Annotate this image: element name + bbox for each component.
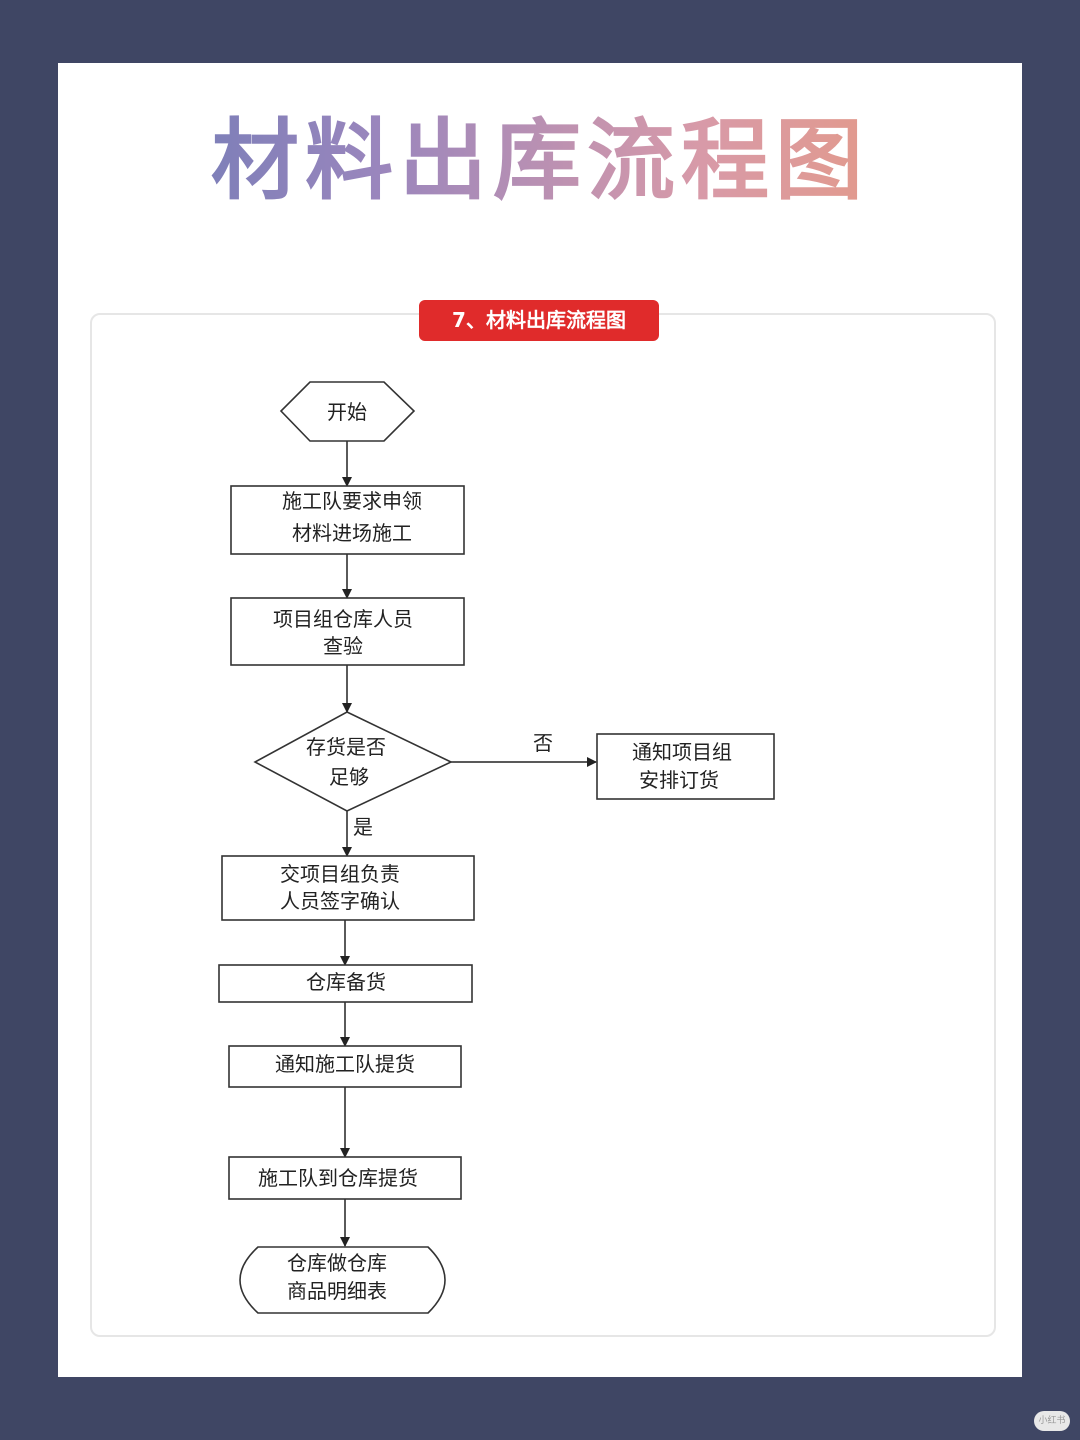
node-confirm: 交项目组负责 人员签字确认 [221,855,475,921]
node-prepare: 仓库备货 [218,964,473,1003]
edge-label-yes: 是 [353,815,373,839]
node-inspect: 项目组仓库人员 查验 [230,597,465,666]
edges [340,441,597,1247]
node-notify-order-line-2: 安排订货 [639,768,719,792]
node-notify-order: 通知项目组 安排订货 [596,733,775,800]
node-decision: 存货是否 足够 [253,711,453,812]
node-ledger: 仓库做仓库 商品明细表 [239,1246,446,1314]
node-notify-order-line-1: 通知项目组 [632,740,732,764]
section-badge: 7、材料出库流程图 [419,300,659,341]
edge-label-no: 否 [533,731,553,755]
node-ledger-line-1: 仓库做仓库 [287,1251,387,1275]
node-inspect-line-1: 项目组仓库人员 [273,607,413,631]
node-prepare-line-1: 仓库备货 [306,970,386,994]
node-ledger-line-2: 商品明细表 [287,1279,387,1303]
node-request-line-1: 施工队要求申领 [282,489,422,513]
node-notify-pickup-line-1: 通知施工队提货 [275,1052,415,1076]
page-title: 材料出库流程图 [0,100,1080,220]
node-pickup-line-1: 施工队到仓库提货 [258,1166,418,1190]
node-request: 施工队要求申领 材料进场施工 [230,485,465,555]
node-confirm-line-2: 人员签字确认 [280,889,400,913]
node-decision-line-1: 存货是否 [306,735,386,759]
node-notify-pickup: 通知施工队提货 [228,1045,462,1088]
watermark-logo: 小红书 [1034,1411,1070,1431]
node-request-line-2: 材料进场施工 [292,521,412,545]
node-pickup: 施工队到仓库提货 [228,1156,462,1200]
node-decision-line-2: 足够 [329,765,369,789]
node-inspect-line-2: 查验 [323,634,363,658]
node-start-line-1: 开始 [327,400,367,424]
node-confirm-line-1: 交项目组负责 [280,862,400,886]
node-start: 开始 [279,381,416,442]
